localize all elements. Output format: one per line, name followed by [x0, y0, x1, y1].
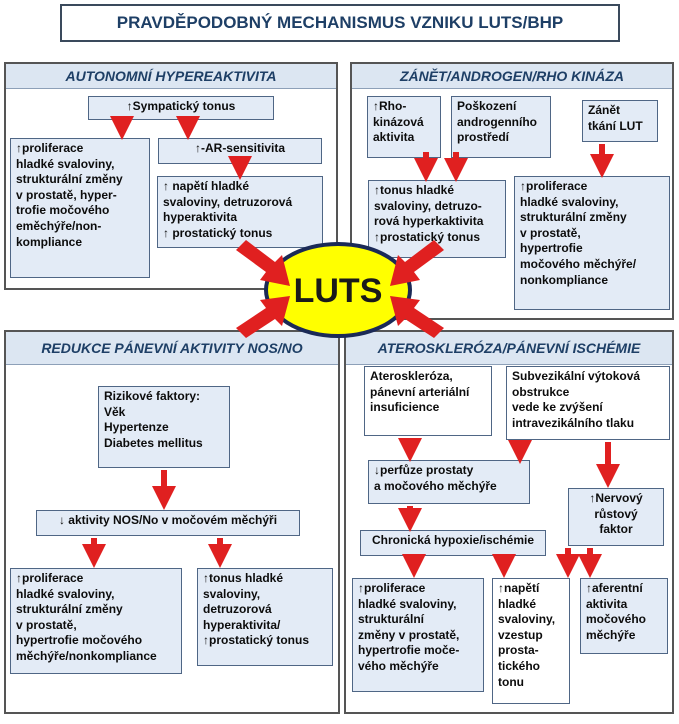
big-arrows [236, 240, 444, 338]
quadrant-header: AUTONOMNÍ HYPEREAKTIVITA [6, 64, 336, 89]
nerve-growth-factor-box: ↑Nervový růstový faktor [568, 488, 664, 546]
perfusion-box: ↓perfůze prostaty a močového měchýře [368, 460, 530, 504]
smooth-muscle-tension-box: ↑napětí hladké svaloviny, vzestup prosta… [492, 578, 570, 704]
smooth-muscle-tension-box: ↑ napětí hladké svaloviny, detruzorová h… [157, 176, 323, 248]
smooth-muscle-tone-box: ↑tonus hladké svaloviny, detruzo- rová h… [368, 180, 506, 258]
big-arrow-upper-left [236, 240, 290, 286]
androgen-damage-box: Poškození androgenního prostředí [451, 96, 551, 158]
outflow-obstruction-box: Subvezikální výtoková obstrukce vede ke … [506, 366, 670, 440]
nos-activity-box: ↓ aktivity NOS/No v močovém měchýři [36, 510, 300, 536]
luts-ellipse [264, 242, 412, 338]
big-arrow-upper-right [390, 240, 444, 286]
page-title: PRAVDĚPODOBNÝ MECHANISMUS VZNIKU LUTS/BH… [60, 4, 620, 42]
risk-factors-box: Rizikové faktory: Věk Hypertenze Diabete… [98, 386, 230, 468]
quadrant-header: REDUKCE PÁNEVNÍ AKTIVITY NOS/NO [6, 332, 338, 365]
afferent-activity-box: ↑aferentní aktivita močového měchýře [580, 578, 668, 654]
smooth-muscle-tone-box: ↑tonus hladké svaloviny, detruzorová hyp… [197, 568, 333, 666]
proliferation-box: ↑proliferace hladké svaloviny, strukturá… [514, 176, 670, 310]
quadrant-header: ZÁNĚT/ANDROGEN/RHO KINÁZA [352, 64, 672, 89]
proliferation-box: ↑proliferace hladké svaloviny, strukturá… [352, 578, 484, 692]
proliferation-box: ↑proliferace hladké svaloviny, strukturá… [10, 138, 150, 278]
big-arrow-lower-right [390, 296, 444, 338]
chronic-hypoxia-box: Chronická hypoxie/ischémie [360, 530, 546, 556]
proliferation-box: ↑proliferace hladké svaloviny, strukturá… [10, 568, 182, 674]
luts-label: LUTS [294, 272, 383, 310]
atherosclerosis-box: Ateroskleróza, pánevní arteriální insufi… [364, 366, 492, 436]
big-arrow-lower-left [236, 296, 290, 338]
quadrant-header: ATEROSKLERÓZA/PÁNEVNÍ ISCHÉMIE [346, 332, 672, 365]
rho-kinase-box: ↑Rho- kinázová aktivita [367, 96, 441, 158]
lut-inflammation-box: Zánět tkání LUT [582, 100, 658, 142]
